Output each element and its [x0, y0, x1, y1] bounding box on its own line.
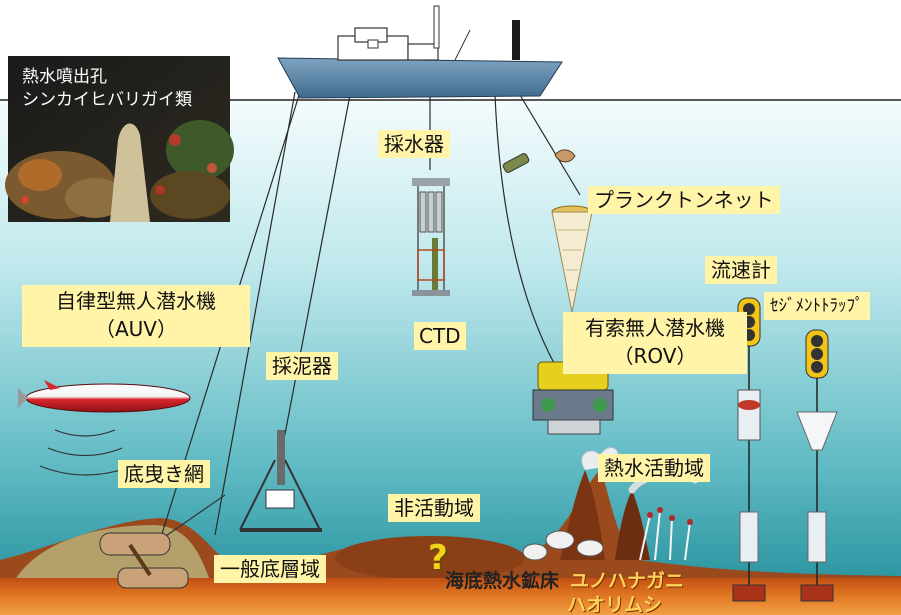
auv-label-line1: 自律型無人潜水機 [56, 289, 216, 313]
tubeworm-label: ハオリムシ [567, 594, 663, 615]
trawl-net [99, 494, 226, 589]
research-vessel [277, 5, 563, 99]
inactive-mound [335, 536, 525, 580]
inactive-zone-label: 非活動域 [388, 494, 480, 522]
sediment-trap-label: ｾｼﾞﾒﾝﾄﾄﾗｯﾌﾟ [764, 292, 870, 320]
water-sampler-label: 採水器 [378, 130, 450, 158]
active-zone-label: 熱水活動域 [598, 454, 710, 482]
rov-vehicle [532, 361, 614, 435]
plankton-net [551, 205, 593, 313]
vent-photo [5, 56, 234, 222]
rov-label: 有索無人潜水機 （ROV） [563, 312, 747, 374]
photo-caption-line1: 熱水噴出孔 [22, 67, 107, 87]
active-chimney-2 [615, 490, 650, 560]
question-mark: ? [428, 538, 448, 578]
current-meter-label: 流速計 [705, 256, 777, 284]
trawl-label: 底曳き網 [118, 460, 210, 488]
plankton-organisms [502, 149, 576, 173]
plankton-net-label: プランクトンネット [588, 186, 780, 214]
photo-caption-line2: シンカイヒバリガイ類 [22, 90, 192, 110]
ctd-label: CTD [414, 322, 466, 350]
rov-label-line1: 有索無人潜水機 [585, 316, 725, 340]
auv-label-line2: （AUV） [94, 317, 177, 341]
sediment-trap-mooring [796, 329, 838, 602]
benthic-zone-label: 一般底層域 [214, 555, 326, 583]
ore-deposit-label: 海底熱水鉱床 [445, 570, 560, 592]
rov-label-line2: （ROV） [613, 344, 697, 368]
crab-label: ユノハナガニ [570, 570, 685, 592]
auv-vehicle [18, 380, 191, 413]
mud-sampler [239, 430, 322, 532]
mud-sampler-label: 採泥器 [266, 352, 338, 380]
vent-fauna [522, 507, 693, 561]
auv-label: 自律型無人潜水機 （AUV） [22, 285, 250, 347]
ctd-rosette [412, 178, 450, 296]
